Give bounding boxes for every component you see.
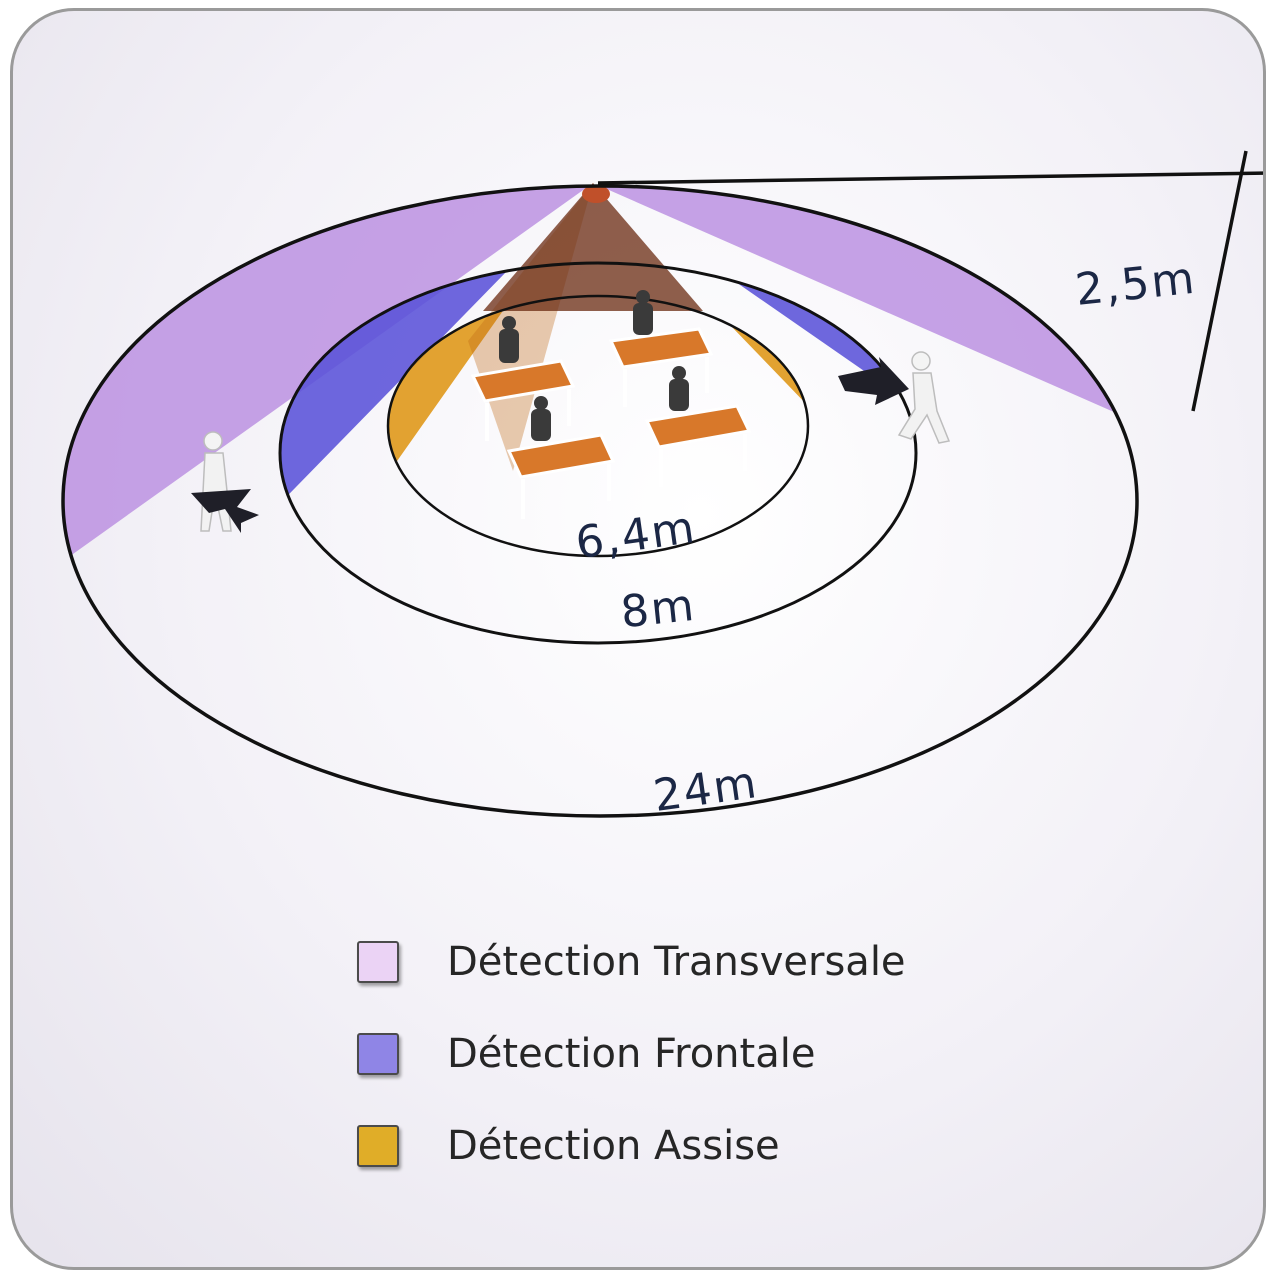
middle-range-ring [278,261,918,645]
seated-person-icon [499,329,519,363]
inner-range-ring [386,294,810,558]
legend-item-seated: Détection Assise [357,1100,1057,1192]
height-label: 2,5m [1073,253,1199,316]
legend-label-transversal: Détection Transversale [447,939,906,985]
detection-diagram: 2,5m 24m 8m 6,4m [61,150,1263,822]
walking-person-icon [200,431,232,532]
desk-icon [644,366,752,487]
legend-swatch-frontal [357,1033,399,1075]
outer-range-ring [61,184,1139,818]
office-desks [470,290,752,519]
legend-swatch-seated [357,1125,399,1167]
desk-icon [506,396,616,519]
walking-person-right [838,351,951,444]
direction-arrow-icon [838,357,909,405]
sensor-cone [483,183,703,311]
legend-label-seated: Détection Assise [447,1123,780,1169]
legend-swatch-transversal [357,941,399,983]
legend-label-frontal: Détection Frontale [447,1031,816,1077]
outer-radius-label: 24m [650,757,761,822]
legend-item-frontal: Détection Frontale [357,1008,1057,1100]
inner-radius-label: 6,4m [573,502,700,569]
legend-item-transversal: Détection Transversale [357,916,1057,1008]
desk-icon [608,290,714,407]
direction-arrow-icon [191,489,259,533]
seated-person-icon [669,379,689,411]
transversal-detection-zone [63,186,1137,611]
height-indicator [597,150,1263,412]
walking-person-left [191,431,259,533]
legend: Détection Transversale Détection Frontal… [357,916,1057,1192]
seated-person-icon [633,303,653,335]
ceiling-sensor-icon [582,185,610,203]
seated-person-icon [531,409,551,441]
desk-icon [470,316,576,441]
walking-person-icon [897,351,951,444]
diagram-card: 2,5m 24m 8m 6,4m Détection Transversale … [10,8,1266,1270]
middle-radius-label: 8m [618,580,698,639]
